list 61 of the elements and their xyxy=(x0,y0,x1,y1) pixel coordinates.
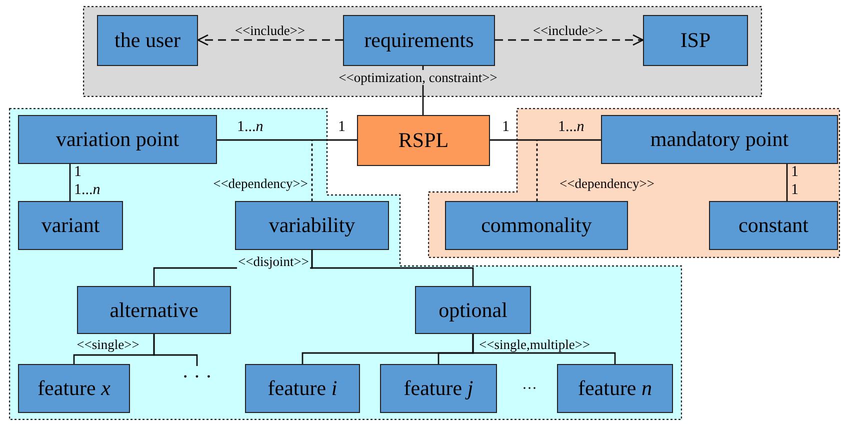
class-name: feature x xyxy=(38,376,110,401)
connector-line xyxy=(786,164,788,201)
multiplicity-label: 1...n xyxy=(237,119,264,135)
class-name: constant xyxy=(738,213,808,238)
edge-label: <<optimization, constraint>> xyxy=(338,70,498,85)
class-name: variability xyxy=(268,213,356,238)
edge-label: <<include>> xyxy=(234,23,306,38)
class-box xyxy=(557,364,673,413)
class-name: variation point xyxy=(56,127,180,152)
edge-label: <<include>> xyxy=(532,23,604,38)
multiplicity-label: 1...n xyxy=(74,182,100,198)
multiplicity-label: 1 xyxy=(74,164,82,180)
class-box xyxy=(18,201,123,250)
edge-label: <<dependency>> xyxy=(558,176,656,191)
multiplicity-label: 1 xyxy=(791,182,798,198)
edge-label: <<single>> xyxy=(76,337,140,352)
class-box xyxy=(601,115,838,164)
class-box xyxy=(415,286,531,334)
multiplicity-label: 1 xyxy=(338,119,346,135)
connector-line xyxy=(311,250,474,286)
class-box xyxy=(357,115,490,166)
class-box xyxy=(709,201,838,250)
ellipsis: ··· xyxy=(522,381,537,397)
class-name: alternative xyxy=(110,298,198,322)
multiplicity-label: 1 xyxy=(791,164,798,180)
class-name: feature n xyxy=(578,376,652,401)
class-box xyxy=(445,201,628,250)
connector-line xyxy=(153,334,198,366)
connector-line xyxy=(217,139,357,141)
class-name: feature j xyxy=(404,376,474,401)
class-box xyxy=(643,15,748,66)
class-name: variant xyxy=(41,213,100,238)
connector-line xyxy=(536,140,538,201)
class-name: optional xyxy=(438,298,508,322)
class-box xyxy=(18,115,217,164)
arrow xyxy=(495,34,644,46)
edge-label: <<dependency>> xyxy=(212,176,309,191)
class-box xyxy=(77,286,231,334)
multiplicity-label: 1 xyxy=(502,119,510,135)
arrow xyxy=(197,34,343,46)
class-box xyxy=(380,364,497,413)
multiplicity-label: 1...n xyxy=(558,119,584,135)
class-box xyxy=(235,201,389,250)
connector-line xyxy=(490,139,601,141)
class-name: commonality xyxy=(481,213,592,238)
class-box xyxy=(97,15,198,66)
class-name: mandatory point xyxy=(650,127,789,152)
class-name: ISP xyxy=(680,28,711,53)
class-box xyxy=(245,364,360,413)
edge-label: <<disjoint>> xyxy=(237,254,310,269)
connector-line xyxy=(69,164,71,201)
class-name: feature i xyxy=(268,376,338,401)
connector-line xyxy=(311,140,313,201)
class-box xyxy=(343,15,495,66)
edge-label: <<single,multiple>> xyxy=(478,337,592,352)
class-name: the user xyxy=(114,28,180,53)
connector-line xyxy=(472,334,616,364)
class-name: requirements xyxy=(364,28,474,53)
ellipsis: · · · xyxy=(176,366,218,388)
class-box xyxy=(18,364,130,413)
class-name: RSPL xyxy=(398,128,449,153)
